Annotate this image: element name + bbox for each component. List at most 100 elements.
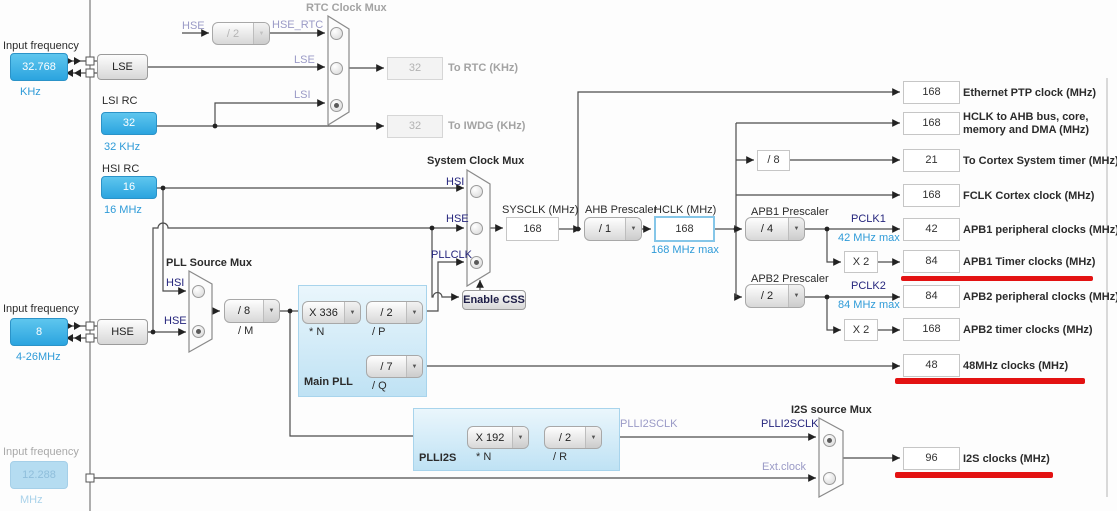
pll-n-label: * N (309, 326, 325, 338)
pll-m-label: / M (238, 325, 254, 337)
rtc-lse-wire-label: LSE (294, 54, 315, 66)
cortex-timer-divider-box: / 8 (757, 150, 790, 171)
i2smux-extclock-wire-label: Ext.clock (762, 461, 807, 473)
chevron-down-icon (344, 302, 360, 323)
pclk2-wire-label: PCLK2 (851, 280, 886, 292)
chevron-down-icon (406, 356, 422, 377)
plli2s-title: PLLI2S (419, 452, 457, 464)
apb1-peripheral-value-box: 42 (903, 218, 960, 241)
sysmux-hsi-radio[interactable] (470, 185, 483, 198)
i2smux-plli2sclk-radio[interactable] (823, 434, 836, 447)
hse-range-label: 4-26MHz (16, 351, 61, 363)
hse-input-frequency-label: Input frequency (3, 303, 79, 315)
apb1-prescaler-label: APB1 Prescaler (751, 206, 829, 218)
rtc-mux-lse-radio[interactable] (330, 62, 343, 75)
i2s-clocks-underline (895, 472, 1053, 478)
apb1-prescaler-value: / 4 (760, 223, 774, 235)
pll-m-divider-value: / 8 (237, 305, 251, 317)
enable-css-button[interactable]: Enable CSS (462, 290, 526, 310)
pll-source-mux-shape (188, 269, 213, 354)
lsi-rc-label: LSI RC (102, 95, 138, 107)
rtc-mux-lsi-radio[interactable] (330, 99, 343, 112)
pll-n-multiplier-value: X 336 (309, 306, 338, 319)
plli2s-n-multiplier-dropdown[interactable]: X 192 (467, 426, 529, 449)
sysclk-value-box: 168 (506, 217, 559, 241)
hclk-label: HCLK (MHz) (654, 204, 717, 216)
cortex-timer-value-box: 21 (903, 149, 960, 172)
fclk-label: FCLK Cortex clock (MHz) (963, 190, 1095, 202)
apb2-peripheral-value-box: 84 (903, 285, 960, 308)
ahb-prescaler-value: / 1 (598, 223, 612, 235)
i2s-ckin-unit-label: MHz (20, 494, 43, 506)
lsi-rc-field[interactable]: 32 (101, 112, 157, 135)
hsi-rc-label: HSI RC (102, 163, 140, 175)
apb2-prescaler-dropdown[interactable]: / 2 (745, 284, 805, 308)
ethernet-ptp-value-box: 168 (903, 81, 960, 104)
pll-p-label: / P (372, 326, 386, 338)
pll-m-divider-dropdown[interactable]: / 8 (224, 299, 280, 323)
chevron-down-icon (625, 218, 641, 240)
hclk-value-box[interactable]: 168 (654, 216, 715, 242)
to-rtc-value-box: 32 (387, 57, 443, 80)
i2smux-extclock-radio[interactable] (823, 472, 836, 485)
usb-48mhz-underline (895, 378, 1085, 384)
hsi-rc-field[interactable]: 16 (101, 176, 157, 199)
i2s-clocks-label: I2S clocks (MHz) (963, 453, 1050, 465)
hse-input-frequency-field[interactable]: 8 (10, 318, 68, 346)
hse-rtc-wire-label: HSE_RTC (272, 19, 324, 31)
pllmux-hse-radio[interactable] (192, 325, 205, 338)
chevron-down-icon (585, 427, 601, 448)
sysmux-pllclk-radio[interactable] (470, 256, 483, 269)
rtc-mux-hse-radio[interactable] (330, 27, 343, 40)
pllmux-hsi-wire-label: HSI (166, 277, 185, 289)
apb1-timer-label: APB1 Timer clocks (MHz) (963, 256, 1096, 268)
pll-p-divider-dropdown[interactable]: / 2 (366, 301, 423, 324)
lse-unit-label: KHz (20, 86, 41, 98)
apb2-prescaler-label: APB2 Prescaler (751, 273, 829, 285)
hclk-ahb-label: HCLK to AHB bus, core, memory and DMA (M… (963, 111, 1090, 136)
sysmux-hse-wire-label: HSE (446, 213, 469, 225)
pll-p-divider-value: / 2 (380, 306, 393, 319)
pclk2-max-label: 84 MHz max (838, 299, 900, 311)
pll-source-mux-title: PLL Source Mux (166, 257, 252, 269)
chevron-down-icon (512, 427, 528, 448)
hsi-unit-label: 16 MHz (104, 204, 142, 216)
pll-n-multiplier-dropdown[interactable]: X 336 (302, 301, 361, 324)
ethernet-ptp-label: Ethernet PTP clock (MHz) (963, 87, 1097, 99)
apb2-timer-value-box: 168 (903, 318, 960, 341)
plli2sclk-wire-label: PLLI2SCLK (620, 418, 678, 430)
chip-pins (85, 56, 95, 483)
sysmux-pllclk-wire-label: PLLCLK (431, 249, 472, 261)
plli2s-r-divider-dropdown[interactable]: / 2 (544, 426, 602, 449)
to-rtc-label: To RTC (KHz) (448, 62, 519, 74)
i2s-ckin-frequency-label: Input frequency (3, 446, 79, 458)
fclk-value-box: 168 (903, 184, 960, 207)
lsi-unit-label: 32 KHz (104, 141, 141, 153)
chevron-down-icon (253, 23, 269, 44)
pllmux-hse-wire-label: HSE (164, 315, 187, 327)
apb1-prescaler-dropdown[interactable]: / 4 (745, 217, 805, 241)
lse-osc-block: LSE (97, 54, 148, 80)
rtc-hse-divider-value: / 2 (226, 27, 240, 40)
lse-input-frequency-field[interactable]: 32.768 (10, 53, 68, 81)
chevron-down-icon (263, 300, 279, 322)
pll-q-divider-value: / 7 (380, 360, 393, 373)
ahb-prescaler-dropdown[interactable]: / 1 (584, 217, 642, 241)
apb1-timer-multiplier-box: X 2 (844, 251, 878, 273)
pclk1-max-label: 42 MHz max (838, 232, 900, 244)
to-iwdg-value-box: 32 (387, 115, 443, 138)
rtc-hse-wire-label: HSE (182, 20, 205, 32)
plli2s-n-multiplier-value: X 192 (475, 431, 505, 444)
pllmux-hsi-radio[interactable] (192, 285, 205, 298)
hclk-max-label: 168 MHz max (651, 244, 719, 256)
chevron-down-icon (788, 285, 804, 307)
apb2-timer-label: APB2 timer clocks (MHz) (963, 324, 1093, 336)
sysmux-hse-radio[interactable] (470, 222, 483, 235)
pll-q-divider-dropdown[interactable]: / 7 (366, 355, 423, 378)
apb2-prescaler-value: / 2 (760, 290, 774, 302)
i2s-source-mux-shape (818, 416, 844, 499)
osc-pin-arrows (66, 57, 81, 342)
usb-48mhz-value-box: 48 (903, 354, 960, 377)
plli2s-r-label: / R (553, 451, 568, 463)
hclk-ahb-value-box: 168 (903, 112, 960, 135)
